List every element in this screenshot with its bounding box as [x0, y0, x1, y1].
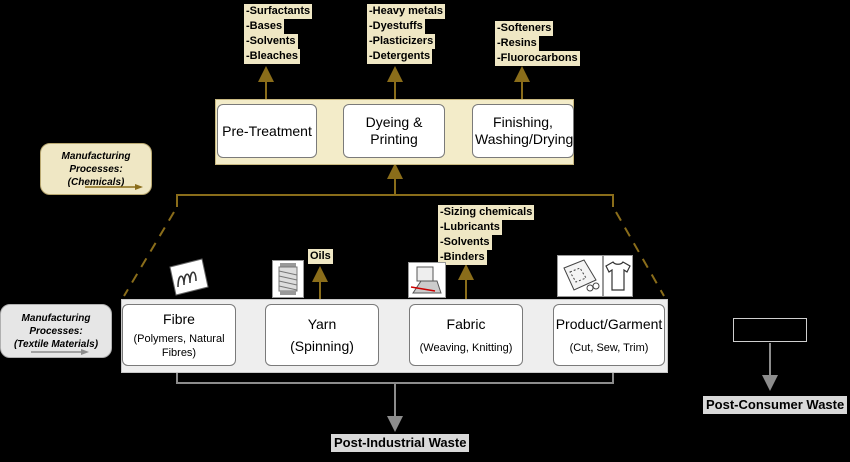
- chemical-tag: -Detergents: [367, 49, 433, 64]
- step-label: Fibre: [163, 310, 195, 327]
- step-label: Fabric: [446, 315, 486, 332]
- legend-line: Manufacturing: [61, 150, 131, 162]
- step-label: Pre-Treatment: [222, 122, 312, 139]
- post-industrial-waste-label: Post-Industrial Waste: [331, 434, 470, 452]
- step-dyeing-printing: Dyeing & Printing: [343, 104, 445, 158]
- legend-arrow-icon: [85, 184, 143, 190]
- dashed-right: [615, 211, 665, 297]
- chemical-tag: -Softeners: [495, 21, 554, 36]
- dyeing-chemicals: -Heavy metals -Dyestuffs -Plasticizers -…: [367, 4, 445, 64]
- step-sublabel: (Polymers, Natural Fibres): [133, 332, 225, 359]
- step-fabric: Fabric (Weaving, Knitting): [409, 304, 523, 366]
- chemical-tag: -Surfactants: [244, 4, 313, 19]
- chemical-tag: -Solvents: [438, 235, 492, 250]
- pretreatment-chemicals: -Surfactants -Bases -Solvents -Bleaches: [244, 4, 313, 64]
- step-fibre: Fibre (Polymers, Natural Fibres): [122, 304, 236, 366]
- post-consumer-product-box: [733, 318, 807, 342]
- step-label: Dyeing & Printing: [365, 114, 423, 147]
- garment-pattern-icon: [557, 255, 603, 297]
- step-pretreatment: Pre-Treatment: [217, 104, 317, 158]
- legend-line: (Textile Materials): [13, 338, 99, 350]
- legend-chemicals: Manufacturing Processes: (Chemicals): [40, 143, 152, 195]
- legend-line: Processes:: [69, 163, 123, 175]
- chemical-tag: -Plasticizers: [367, 34, 436, 49]
- dashed-left: [123, 211, 175, 297]
- chemical-tag: -Bleaches: [244, 49, 300, 64]
- yarn-spool-icon: [272, 260, 304, 298]
- oils-tag: Oils: [308, 249, 333, 264]
- legend-textiles: Manufacturing Processes: (Textile Materi…: [0, 304, 112, 358]
- step-yarn: Yarn (Spinning): [265, 304, 379, 366]
- post-consumer-waste-label: Post-Consumer Waste: [703, 396, 848, 414]
- chemical-tag: -Dyestuffs: [367, 19, 425, 34]
- chemical-tag: -Heavy metals: [367, 4, 445, 19]
- legend-line: Manufacturing: [21, 312, 91, 324]
- step-sublabel: (Weaving, Knitting): [419, 341, 513, 354]
- step-finishing: Finishing, Washing/Drying: [472, 104, 574, 158]
- legend-arrow-icon: [31, 349, 89, 355]
- chemical-bracket: [176, 194, 614, 207]
- step-label: Product/Garment: [555, 315, 663, 332]
- step-label: Finishing, Washing/Drying: [475, 114, 574, 147]
- fibre-icon: [166, 257, 210, 297]
- legend-line: Processes:: [29, 325, 83, 337]
- legend-line: (Chemicals): [67, 176, 125, 188]
- step-label: Yarn: [307, 315, 337, 332]
- step-sublabel: (Cut, Sew, Trim): [569, 341, 649, 354]
- chemical-tag: -Sizing chemicals: [438, 205, 535, 220]
- fabric-chemicals: -Sizing chemicals -Lubricants -Solvents …: [438, 205, 535, 265]
- chemical-tag: -Resins: [495, 36, 539, 51]
- knitting-machine-icon: [408, 262, 446, 298]
- step-product-garment: Product/Garment (Cut, Sew, Trim): [553, 304, 665, 366]
- waste-bracket: [176, 372, 614, 384]
- chemical-tag: -Solvents: [244, 34, 298, 49]
- chemical-tag: -Bases: [244, 19, 285, 34]
- tshirt-icon: [603, 255, 633, 297]
- finishing-chemicals: -Softeners -Resins -Fluorocarbons: [495, 21, 580, 66]
- chemical-tag: -Lubricants: [438, 220, 502, 235]
- step-sublabel: (Spinning): [290, 337, 354, 354]
- chemical-tag: -Fluorocarbons: [495, 51, 580, 66]
- chemical-tag: -Binders: [438, 250, 487, 265]
